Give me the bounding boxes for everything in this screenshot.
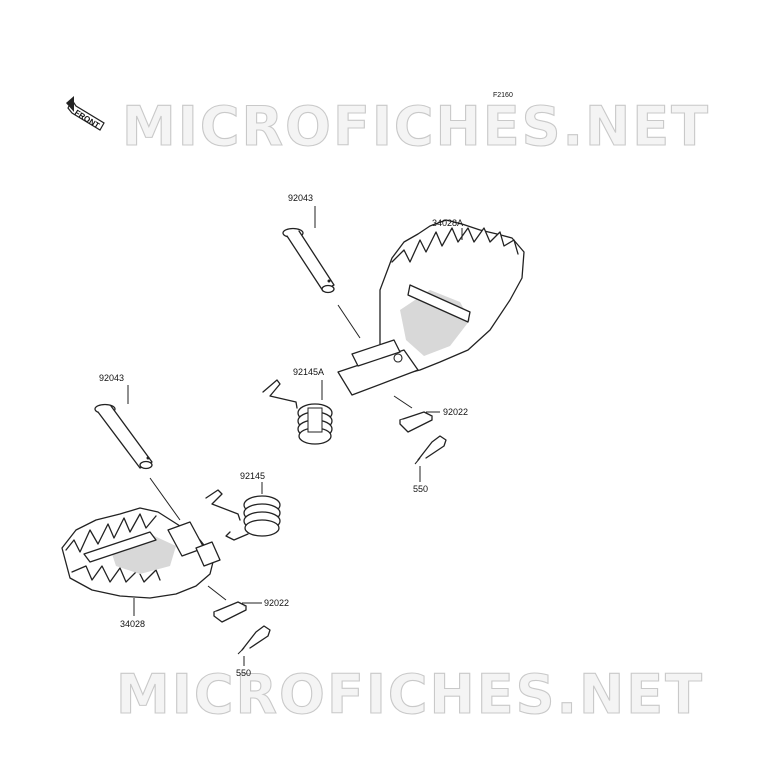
leader-pin-lower-axis — [149, 477, 181, 521]
label-washer-upper: 92022 — [443, 407, 468, 417]
label-footpeg-right: 34028A — [432, 218, 463, 228]
footpeg-right — [337, 219, 525, 396]
pin-lower — [94, 403, 153, 470]
washer-upper — [399, 411, 433, 433]
label-spring-lower: 92145 — [240, 471, 265, 481]
pin-upper — [282, 227, 335, 294]
cotter-lower — [237, 625, 271, 655]
leader-pin-upper-axis — [337, 304, 361, 339]
label-footpeg-left: 34028 — [120, 619, 145, 629]
spring-lower — [205, 489, 281, 541]
label-spring-upper: 92145A — [293, 367, 324, 377]
label-washer-lower: 92022 — [264, 598, 289, 608]
front-arrow-icon: FRONT — [66, 96, 105, 131]
label-cotter-upper: 550 — [413, 484, 428, 494]
label-cotter-lower: 550 — [236, 668, 251, 678]
label-pin-lower: 92043 — [99, 373, 124, 383]
figure-code: F2160 — [493, 92, 513, 99]
cotter-upper — [414, 435, 447, 465]
front-label: FRONT — [73, 108, 101, 130]
watermark-bottom: MICROFICHES.NET — [116, 663, 704, 726]
washer-lower — [213, 601, 247, 623]
spring-upper — [262, 379, 333, 445]
label-pin-upper: 92043 — [288, 193, 313, 203]
footpeg-left — [61, 507, 221, 599]
leader-washer-upper-axis — [393, 395, 413, 409]
watermark-top: MICROFICHES.NET — [122, 95, 710, 158]
leader-washer-lower-axis — [207, 585, 227, 601]
